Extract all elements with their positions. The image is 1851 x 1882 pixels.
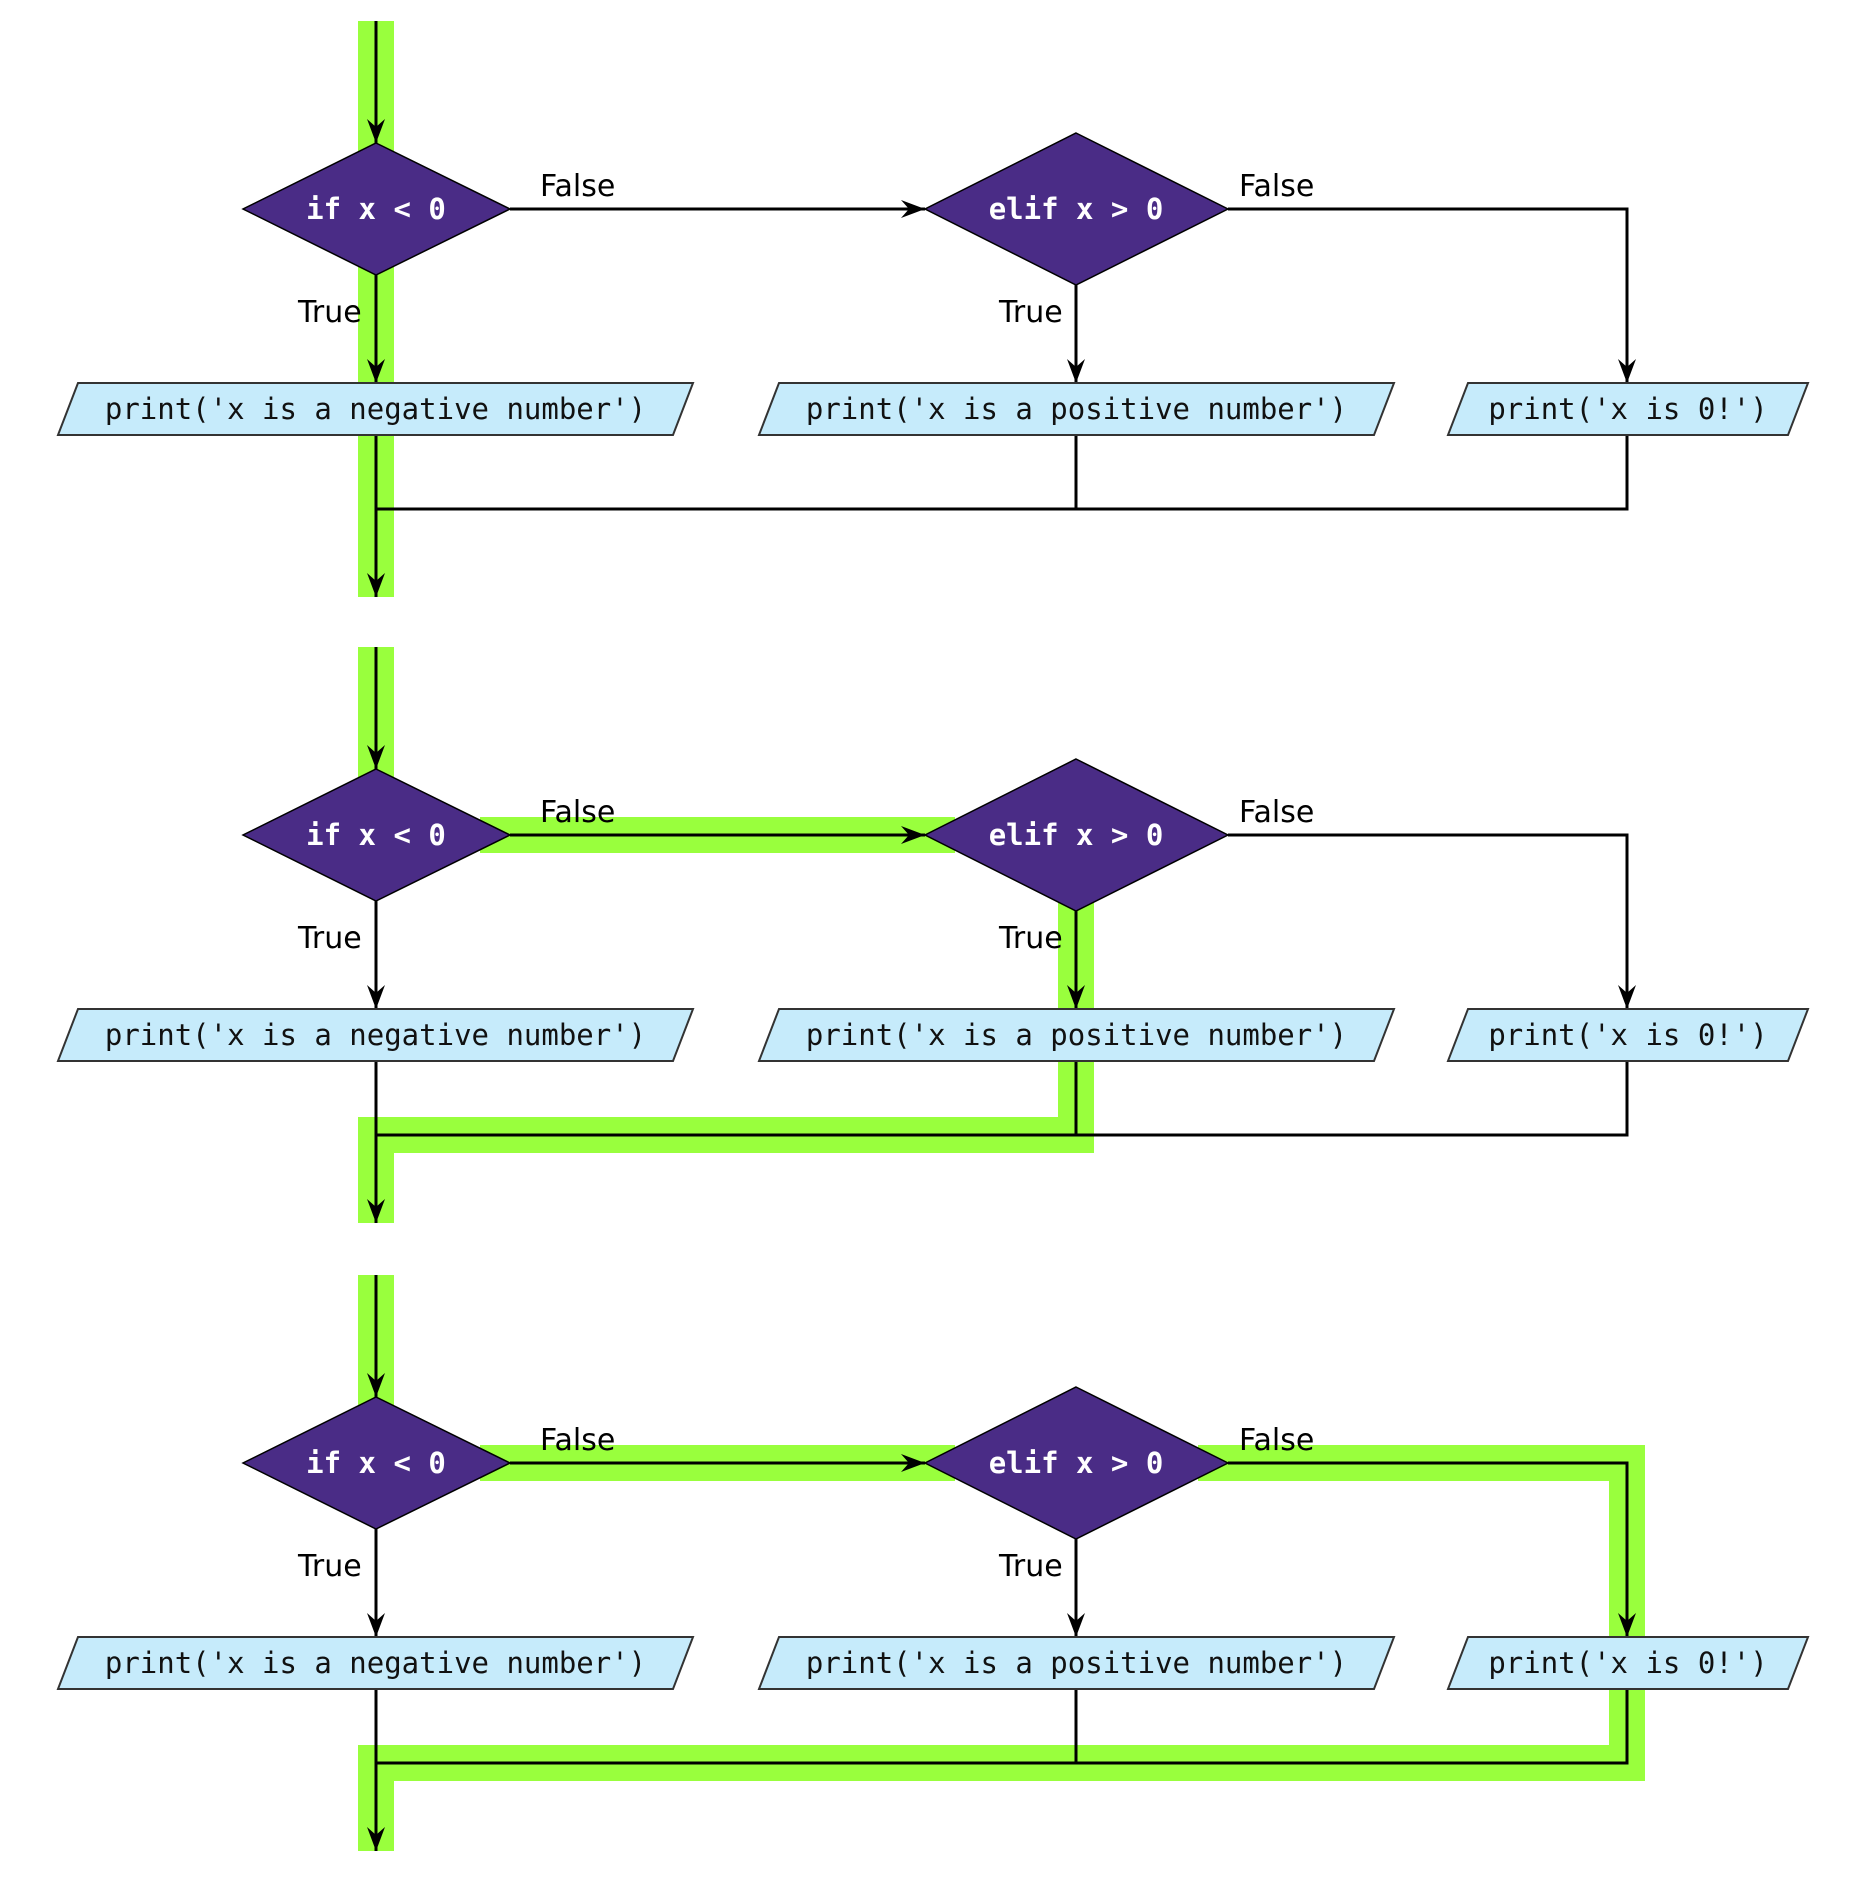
if-false-label: False: [540, 1423, 615, 1458]
diamond-shape: [241, 768, 512, 902]
panel-negative-path: if x < 0 elif x > 0 print('x is a negative…: [56, 21, 1810, 597]
output-label: print('x is 0!'): [1488, 1646, 1767, 1680]
parallelogram-shape: [1446, 1636, 1810, 1690]
edge-merge: [376, 435, 1629, 511]
output-pos-print: print('x is a positive number'): [757, 1636, 1396, 1690]
output-neg-print: print('x is a negative number'): [56, 382, 695, 436]
if-true-label: True: [297, 295, 362, 330]
parallelogram-shape: [56, 1636, 695, 1690]
parallelogram-shape: [1446, 1008, 1810, 1062]
output-label: print('x is a negative number'): [105, 392, 646, 426]
exit-arrowhead-icon: [367, 573, 385, 597]
decision-elif-label: elif x > 0: [989, 1446, 1164, 1480]
diamond-shape: [923, 1386, 1230, 1540]
exit-arrowhead-icon: [367, 1199, 385, 1223]
if-false-arrowhead-icon: [901, 200, 925, 218]
elif-false-arrowhead-icon: [1618, 359, 1636, 383]
output-zero-print: print('x is 0!'): [1446, 382, 1810, 436]
elif-false-label: False: [1239, 1423, 1314, 1458]
decision-elif: elif x > 0: [923, 132, 1230, 286]
exit-arrowhead-icon: [367, 1827, 385, 1851]
edge-merge: [376, 1689, 1629, 1765]
output-pos-print: print('x is a positive number'): [757, 1008, 1396, 1062]
decision-elif-label: elif x > 0: [989, 192, 1164, 226]
parallelogram-shape: [757, 1008, 1396, 1062]
decision-if-label: if x < 0: [306, 818, 446, 852]
parallelogram-shape: [56, 382, 695, 436]
if-true-arrowhead-icon: [367, 359, 385, 383]
edges: [367, 1275, 1636, 1851]
if-true-label: True: [297, 921, 362, 956]
output-neg-print: print('x is a negative number'): [56, 1636, 695, 1690]
elif-false-label: False: [1239, 169, 1314, 204]
elif-true-label: True: [998, 921, 1063, 956]
elif-false-label: False: [1239, 795, 1314, 830]
output-label: print('x is a positive number'): [806, 1018, 1347, 1052]
output-label: print('x is 0!'): [1488, 1018, 1767, 1052]
decision-elif: elif x > 0: [923, 1386, 1230, 1540]
output-label: print('x is a positive number'): [806, 1646, 1347, 1680]
parallelogram-shape: [757, 382, 1396, 436]
entry-arrowhead-icon: [367, 745, 385, 769]
decision-if: if x < 0: [241, 1396, 512, 1530]
elif-false-arrowhead-icon: [1618, 985, 1636, 1009]
elif-true-label: True: [998, 1549, 1063, 1584]
output-label: print('x is a negative number'): [105, 1018, 646, 1052]
edge-elif-false: [1228, 1461, 1629, 1637]
if-true-arrowhead-icon: [367, 985, 385, 1009]
diamond-shape: [241, 1396, 512, 1530]
entry-arrowhead-icon: [367, 119, 385, 143]
output-label: print('x is a positive number'): [806, 392, 1347, 426]
diamond-shape: [923, 132, 1230, 286]
if-true-arrowhead-icon: [367, 1613, 385, 1637]
output-neg-print: print('x is a negative number'): [56, 1008, 695, 1062]
if-false-label: False: [540, 169, 615, 204]
parallelogram-shape: [757, 1636, 1396, 1690]
output-pos-print: print('x is a positive number'): [757, 382, 1396, 436]
parallelogram-shape: [1446, 382, 1810, 436]
decision-if-label: if x < 0: [306, 1446, 446, 1480]
output-zero-print: print('x is 0!'): [1446, 1008, 1810, 1062]
elif-true-label: True: [998, 295, 1063, 330]
output-zero-print: print('x is 0!'): [1446, 1636, 1810, 1690]
elif-true-arrowhead-icon: [1067, 1613, 1085, 1637]
output-label: print('x is a negative number'): [105, 1646, 646, 1680]
decision-if: if x < 0: [241, 768, 512, 902]
output-label: print('x is 0!'): [1488, 392, 1767, 426]
decision-elif-label: elif x > 0: [989, 818, 1164, 852]
decision-if: if x < 0: [241, 142, 512, 276]
diamond-shape: [241, 142, 512, 276]
decision-if-label: if x < 0: [306, 192, 446, 226]
parallelogram-shape: [56, 1008, 695, 1062]
edges: [367, 21, 1636, 597]
panel-zero-path: if x < 0 elif x > 0 print('x is a negative…: [56, 1275, 1810, 1851]
panel-positive-path: if x < 0 elif x > 0 print('x is a negative…: [56, 647, 1810, 1223]
edges: [367, 647, 1636, 1223]
if-false-arrowhead-icon: [901, 1454, 925, 1472]
edge-elif-false: [1228, 207, 1629, 383]
edge-merge: [376, 1061, 1629, 1137]
elif-false-arrowhead-icon: [1618, 1613, 1636, 1637]
elif-true-arrowhead-icon: [1067, 985, 1085, 1009]
decision-elif: elif x > 0: [923, 758, 1230, 912]
elif-true-arrowhead-icon: [1067, 359, 1085, 383]
entry-arrowhead-icon: [367, 1373, 385, 1397]
edge-elif-false: [1228, 833, 1629, 1009]
diamond-shape: [923, 758, 1230, 912]
if-false-arrowhead-icon: [901, 826, 925, 844]
highlight-path: [358, 647, 1094, 1223]
if-true-label: True: [297, 1549, 362, 1584]
if-false-label: False: [540, 795, 615, 830]
